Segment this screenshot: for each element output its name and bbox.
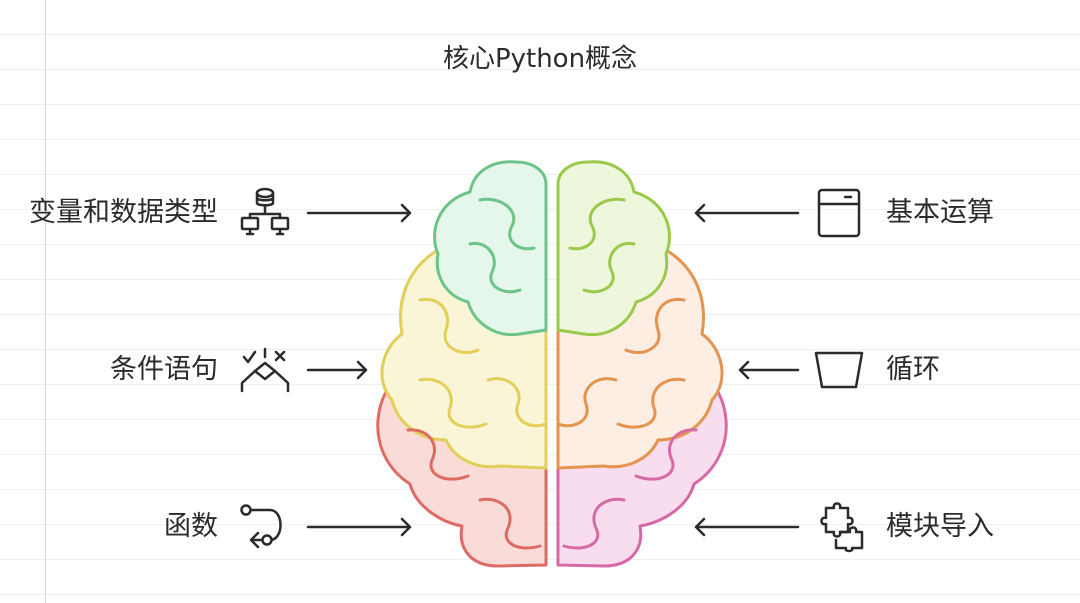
panel-box-icon [812,186,866,240]
arrow-basic-operations [690,203,800,223]
concept-label-variables: 变量和数据类型 [29,196,218,230]
concept-label-functions: 函数 [164,510,218,544]
bucket-icon [812,343,866,397]
flow-path-icon [238,500,292,554]
arrow-conditionals [306,360,372,380]
arrow-variables [306,203,416,223]
decision-branch-icon [238,343,292,397]
concept-label-conditionals: 条件语句 [110,353,218,387]
puzzle-icon [812,500,866,554]
database-network-icon [238,186,292,240]
concept-label-basic-operations: 基本运算 [886,196,994,230]
arrow-loops [734,360,800,380]
arrow-module-import [690,517,800,537]
concept-label-loops: 循环 [886,353,940,387]
arrow-functions [306,517,416,537]
concept-label-module-import: 模块导入 [886,510,994,544]
